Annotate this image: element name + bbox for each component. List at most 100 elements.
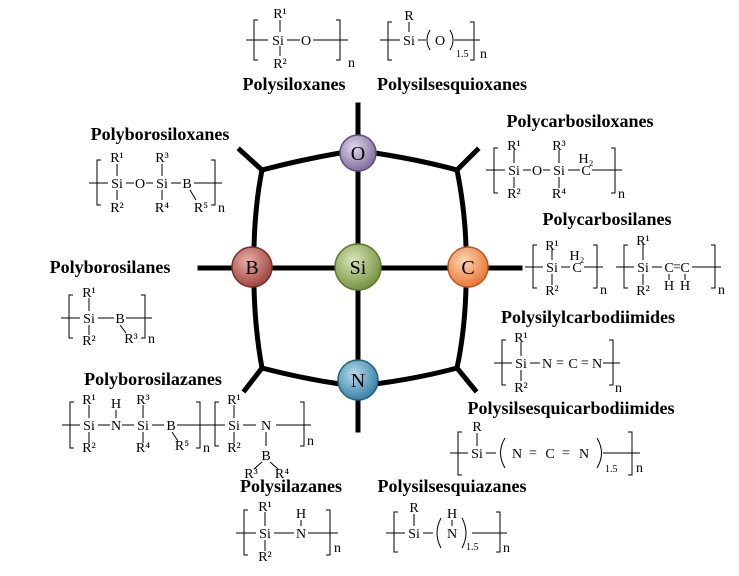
svg-text:R⁵: R⁵ <box>194 201 208 216</box>
spur-bottom-left <box>241 364 266 394</box>
svg-text:N: N <box>592 357 602 372</box>
structure-polyborosilanes <box>61 294 152 339</box>
node-left-label: B <box>245 257 258 279</box>
svg-text:R³: R³ <box>244 467 258 482</box>
frame-edge-right-top <box>454 167 469 250</box>
svg-text:n: n <box>307 434 314 449</box>
node-top: O <box>339 134 377 172</box>
svg-text:n: n <box>618 187 625 202</box>
svg-text:R³: R³ <box>155 151 169 166</box>
svg-text:R³: R³ <box>124 332 138 347</box>
svg-text:O: O <box>301 34 311 49</box>
structure-polyborosiloxanes <box>89 159 222 206</box>
svg-text:Si: Si <box>553 164 565 179</box>
svg-text:R¹: R¹ <box>545 239 559 254</box>
svg-text:n: n <box>203 441 210 456</box>
structure-polysilylcarbodiimides <box>494 339 620 386</box>
node-left-circle <box>231 246 273 288</box>
structure-polysiloxanes <box>246 19 348 61</box>
svg-text:=: = <box>529 446 537 461</box>
node-bottom: N <box>337 359 379 401</box>
node-right-circle <box>447 246 489 288</box>
svg-text:1.5: 1.5 <box>605 464 618 475</box>
svg-text:n: n <box>218 201 225 216</box>
label-polysilsesquiazanes: Polysilsesquiazanes <box>377 476 526 496</box>
svg-text:R¹: R¹ <box>514 331 528 346</box>
svg-text:n: n <box>480 47 487 62</box>
node-right: C <box>447 246 489 288</box>
structure-polycarbosilanes-1-text: R¹ Si H₂ C R² n <box>545 239 607 299</box>
label-polycarbosilanes: Polycarbosilanes <box>543 209 672 229</box>
svg-text:N: N <box>542 357 552 372</box>
svg-text:R²: R² <box>514 381 528 396</box>
svg-text:Si: Si <box>156 177 168 192</box>
node-center: Si <box>334 243 382 291</box>
svg-text:n: n <box>636 461 643 476</box>
svg-text:R: R <box>472 420 482 435</box>
node-bottom-label: N <box>351 370 365 392</box>
svg-text:N: N <box>579 447 589 462</box>
svg-text:H: H <box>111 397 121 412</box>
label-polysiloxanes: Polysiloxanes <box>242 74 345 94</box>
svg-text:Si: Si <box>228 419 240 434</box>
svg-text:Si: Si <box>272 34 284 49</box>
svg-text:=: = <box>562 446 570 461</box>
svg-text:C: C <box>680 261 689 276</box>
svg-text:C: C <box>664 261 673 276</box>
svg-text:Si: Si <box>508 164 520 179</box>
label-polyborosiloxanes: Polyborosiloxanes <box>91 124 230 144</box>
svg-text:C: C <box>545 447 554 462</box>
frame-edge-top-left <box>258 150 343 174</box>
structure-polycarbosilanes-1 <box>525 244 603 289</box>
label-polysilsesquioxanes: Polysilsesquioxanes <box>377 74 527 94</box>
node-top-circle <box>339 134 377 172</box>
svg-text:N: N <box>261 419 271 434</box>
frame-edge-bottom-left <box>258 364 343 387</box>
svg-text:1.5: 1.5 <box>456 49 469 60</box>
svg-text:R⁴: R⁴ <box>155 201 169 216</box>
structure-polysilsesquiazanes-text: R Si H N 1.5 n <box>408 501 510 556</box>
svg-text:n: n <box>348 56 355 71</box>
svg-text:Si: Si <box>637 261 649 276</box>
svg-text:R³: R³ <box>552 139 566 154</box>
svg-text:Si: Si <box>137 419 149 434</box>
structure-polysilsesquioxanes <box>380 21 480 61</box>
svg-text:R⁵: R⁵ <box>175 439 189 454</box>
svg-text:R³: R³ <box>136 393 150 408</box>
svg-text:n: n <box>148 332 155 347</box>
svg-text:R¹: R¹ <box>636 234 650 249</box>
svg-text:B: B <box>166 419 175 434</box>
svg-text:n: n <box>503 541 510 556</box>
label-polycarbosiloxanes: Polycarbosiloxanes <box>507 111 654 131</box>
svg-text:R¹: R¹ <box>227 393 241 408</box>
svg-text:R¹: R¹ <box>110 151 124 166</box>
svg-text:=: = <box>581 356 589 371</box>
structure-polycarbosiloxanes <box>486 147 622 194</box>
structure-polycarbosilanes-2-text: R¹ Si C = C H H R² n <box>636 234 725 299</box>
structure-polysilazanes-text: R¹ Si H N R² n <box>258 500 341 565</box>
svg-text:O: O <box>135 177 145 192</box>
svg-text:H: H <box>664 279 674 294</box>
frame-edge-right-bottom <box>454 284 469 371</box>
svg-text:C: C <box>568 357 577 372</box>
label-polysilazanes: Polysilazanes <box>240 476 342 496</box>
svg-text:R⁴: R⁴ <box>552 187 566 202</box>
svg-text:R²: R² <box>545 284 559 299</box>
label-polyborosilanes: Polyborosilanes <box>50 257 171 277</box>
svg-text:B: B <box>182 177 191 192</box>
structure-polysilsesquioxanes-text: R Si O 1.5 n <box>403 9 487 62</box>
svg-text:R²: R² <box>507 187 521 202</box>
svg-text:H: H <box>447 507 457 522</box>
label-polysilsesquicarbodiimides: Polysilsesquicarbodiimides <box>467 398 674 418</box>
node-top-label: O <box>351 143 365 165</box>
spur-bottom-right <box>453 364 479 394</box>
svg-text:O: O <box>532 164 542 179</box>
svg-text:n: n <box>600 283 607 298</box>
structure-polyborosilazanes-2-text: R¹ Si N R² B R³ R⁴ n <box>227 393 314 482</box>
svg-text:=: = <box>556 356 564 371</box>
svg-text:R²: R² <box>227 441 241 456</box>
svg-text:R²: R² <box>110 201 124 216</box>
structure-polysilazanes <box>236 509 338 556</box>
svg-text:R¹: R¹ <box>273 7 287 22</box>
svg-text:R²: R² <box>258 550 272 565</box>
